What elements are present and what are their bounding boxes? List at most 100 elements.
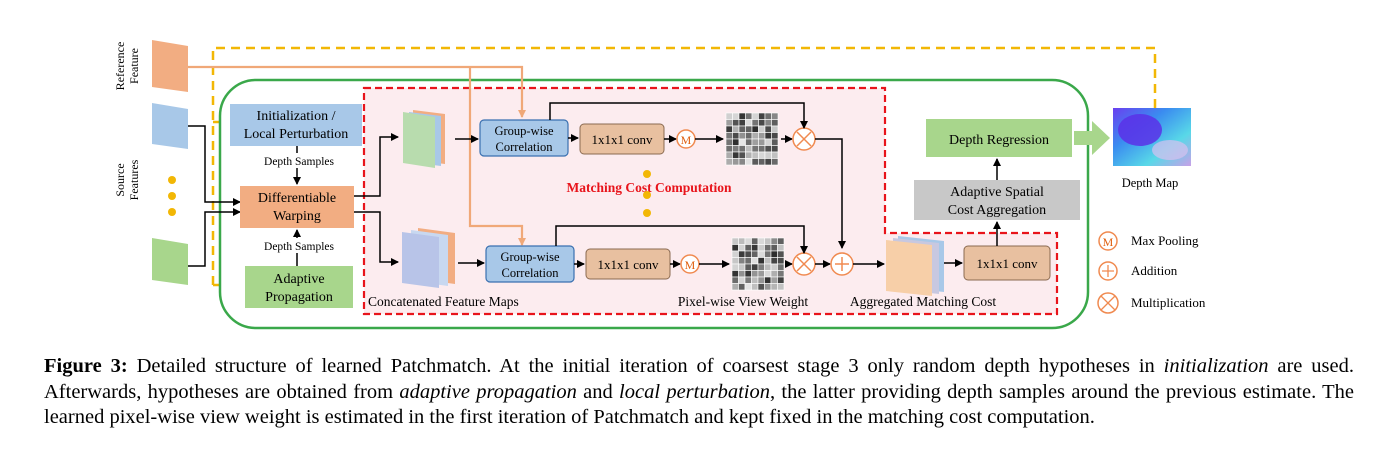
multiply-top-cross	[796, 131, 812, 147]
weight-cell	[764, 250, 772, 258]
weight-cell	[738, 257, 746, 265]
legend-add-label: Addition	[1131, 263, 1178, 278]
init-line2: Local Perturbation	[244, 127, 349, 142]
warp-to-top-maps	[354, 133, 399, 197]
figure-caption: Figure 3: Detailed structure of learned …	[44, 354, 1354, 431]
pixel-weight-label: Pixel-wise View Weight	[678, 294, 809, 309]
weight-cell	[744, 257, 752, 265]
weight-cell	[757, 250, 765, 258]
weight-cell	[764, 158, 772, 166]
gwc-top-skip	[549, 102, 808, 129]
weight-cell	[764, 151, 772, 159]
view-weight-grid-bot	[731, 237, 785, 291]
weight-cell	[731, 263, 739, 271]
weight-cell	[764, 132, 772, 140]
weight-cell	[771, 158, 779, 166]
weight-cell	[738, 237, 746, 245]
weight-cell	[744, 276, 752, 284]
weight-cell	[758, 158, 766, 166]
weight-cell	[751, 250, 759, 258]
weight-cell	[744, 263, 752, 271]
weight-cell	[764, 276, 772, 284]
feature-map-bot	[402, 232, 439, 288]
weight-cell	[745, 138, 753, 146]
reference-feature	[152, 40, 188, 92]
weight-cell	[731, 276, 739, 284]
weight-cell	[725, 112, 733, 120]
weight-cell	[745, 112, 753, 120]
reference-to-gwc-bot	[468, 67, 526, 246]
weight-cell	[751, 237, 759, 245]
source-feature-bottom	[152, 238, 188, 285]
legend-max-m: M	[1103, 235, 1114, 249]
conv-bot-label: 1x1x1 conv	[597, 257, 659, 272]
weight-cell	[732, 112, 740, 120]
weight-cell	[732, 125, 740, 133]
weight-cell	[764, 283, 772, 291]
max-pool-top-m: M	[681, 133, 692, 147]
source-label-1: Source	[113, 163, 127, 196]
weight-cell	[744, 283, 752, 291]
weight-cell	[764, 125, 772, 133]
gwc-top-line2: Correlation	[496, 140, 554, 154]
depth-samples-bot: Depth Samples	[264, 241, 334, 253]
caption-part2: are used. Afterwards, hypotheses are obt…	[44, 355, 1354, 403]
weight-cell	[771, 125, 779, 133]
weight-cell	[738, 276, 746, 284]
concat-maps-label: Concatenated Feature Maps	[368, 294, 519, 309]
weight-cell	[777, 263, 785, 271]
legend-mult-cross	[1100, 295, 1116, 311]
weight-cell	[744, 250, 752, 258]
weight-cell	[777, 283, 785, 291]
weight-cell	[771, 132, 779, 140]
warping-box	[240, 186, 354, 228]
weight-cell	[771, 119, 779, 127]
weight-cell	[777, 270, 785, 278]
gwc-bot-line2: Correlation	[502, 266, 560, 280]
caption-init: initialization	[1163, 355, 1269, 377]
weight-cell	[764, 257, 772, 265]
view-weight-grid-top	[725, 112, 779, 166]
agg-cost-label: Aggregated Matching Cost	[850, 294, 996, 309]
weight-cell	[745, 119, 753, 127]
weight-cell	[757, 276, 765, 284]
weight-cell	[758, 145, 766, 153]
legend-add-cross	[1102, 265, 1114, 277]
weight-cell	[757, 244, 765, 252]
weight-cell	[751, 119, 759, 127]
ellipsis-dot	[168, 176, 176, 184]
depth-samples-bg	[262, 153, 336, 168]
weight-cell	[764, 119, 772, 127]
weight-cell	[732, 145, 740, 153]
weight-cell	[777, 250, 785, 258]
weight-cell	[777, 244, 785, 252]
weight-cell	[770, 263, 778, 271]
weight-cell	[738, 125, 746, 133]
depth-regression-box	[926, 119, 1072, 157]
weight-cell	[764, 237, 772, 245]
depth-map-label: Depth Map	[1122, 176, 1179, 190]
multiply-bot-cross	[796, 256, 812, 272]
weight-cell	[732, 132, 740, 140]
reference-label-2: Feature	[127, 48, 141, 84]
weight-cell	[777, 257, 785, 265]
weight-cell	[757, 283, 765, 291]
weight-cell	[725, 125, 733, 133]
weight-cell	[757, 263, 765, 271]
ellipsis-dot	[168, 208, 176, 216]
source-label-2: Features	[127, 159, 141, 200]
feature-map-top	[403, 112, 435, 168]
legend-max-icon	[1098, 231, 1118, 251]
weight-cell	[764, 263, 772, 271]
weight-cell	[758, 125, 766, 133]
depth-samples-bg	[262, 238, 336, 253]
weight-cell	[725, 138, 733, 146]
conv-agg-box	[963, 245, 1051, 281]
weight-cell	[738, 283, 746, 291]
weight-cell	[757, 257, 765, 265]
weight-cell	[764, 145, 772, 153]
conv-agg-label: 1x1x1 conv	[976, 256, 1038, 271]
weight-cell	[738, 151, 746, 159]
output-arrow	[1074, 121, 1110, 155]
patchmatch-diagram: Reference Feature Source Features Initia…	[113, 40, 1206, 330]
